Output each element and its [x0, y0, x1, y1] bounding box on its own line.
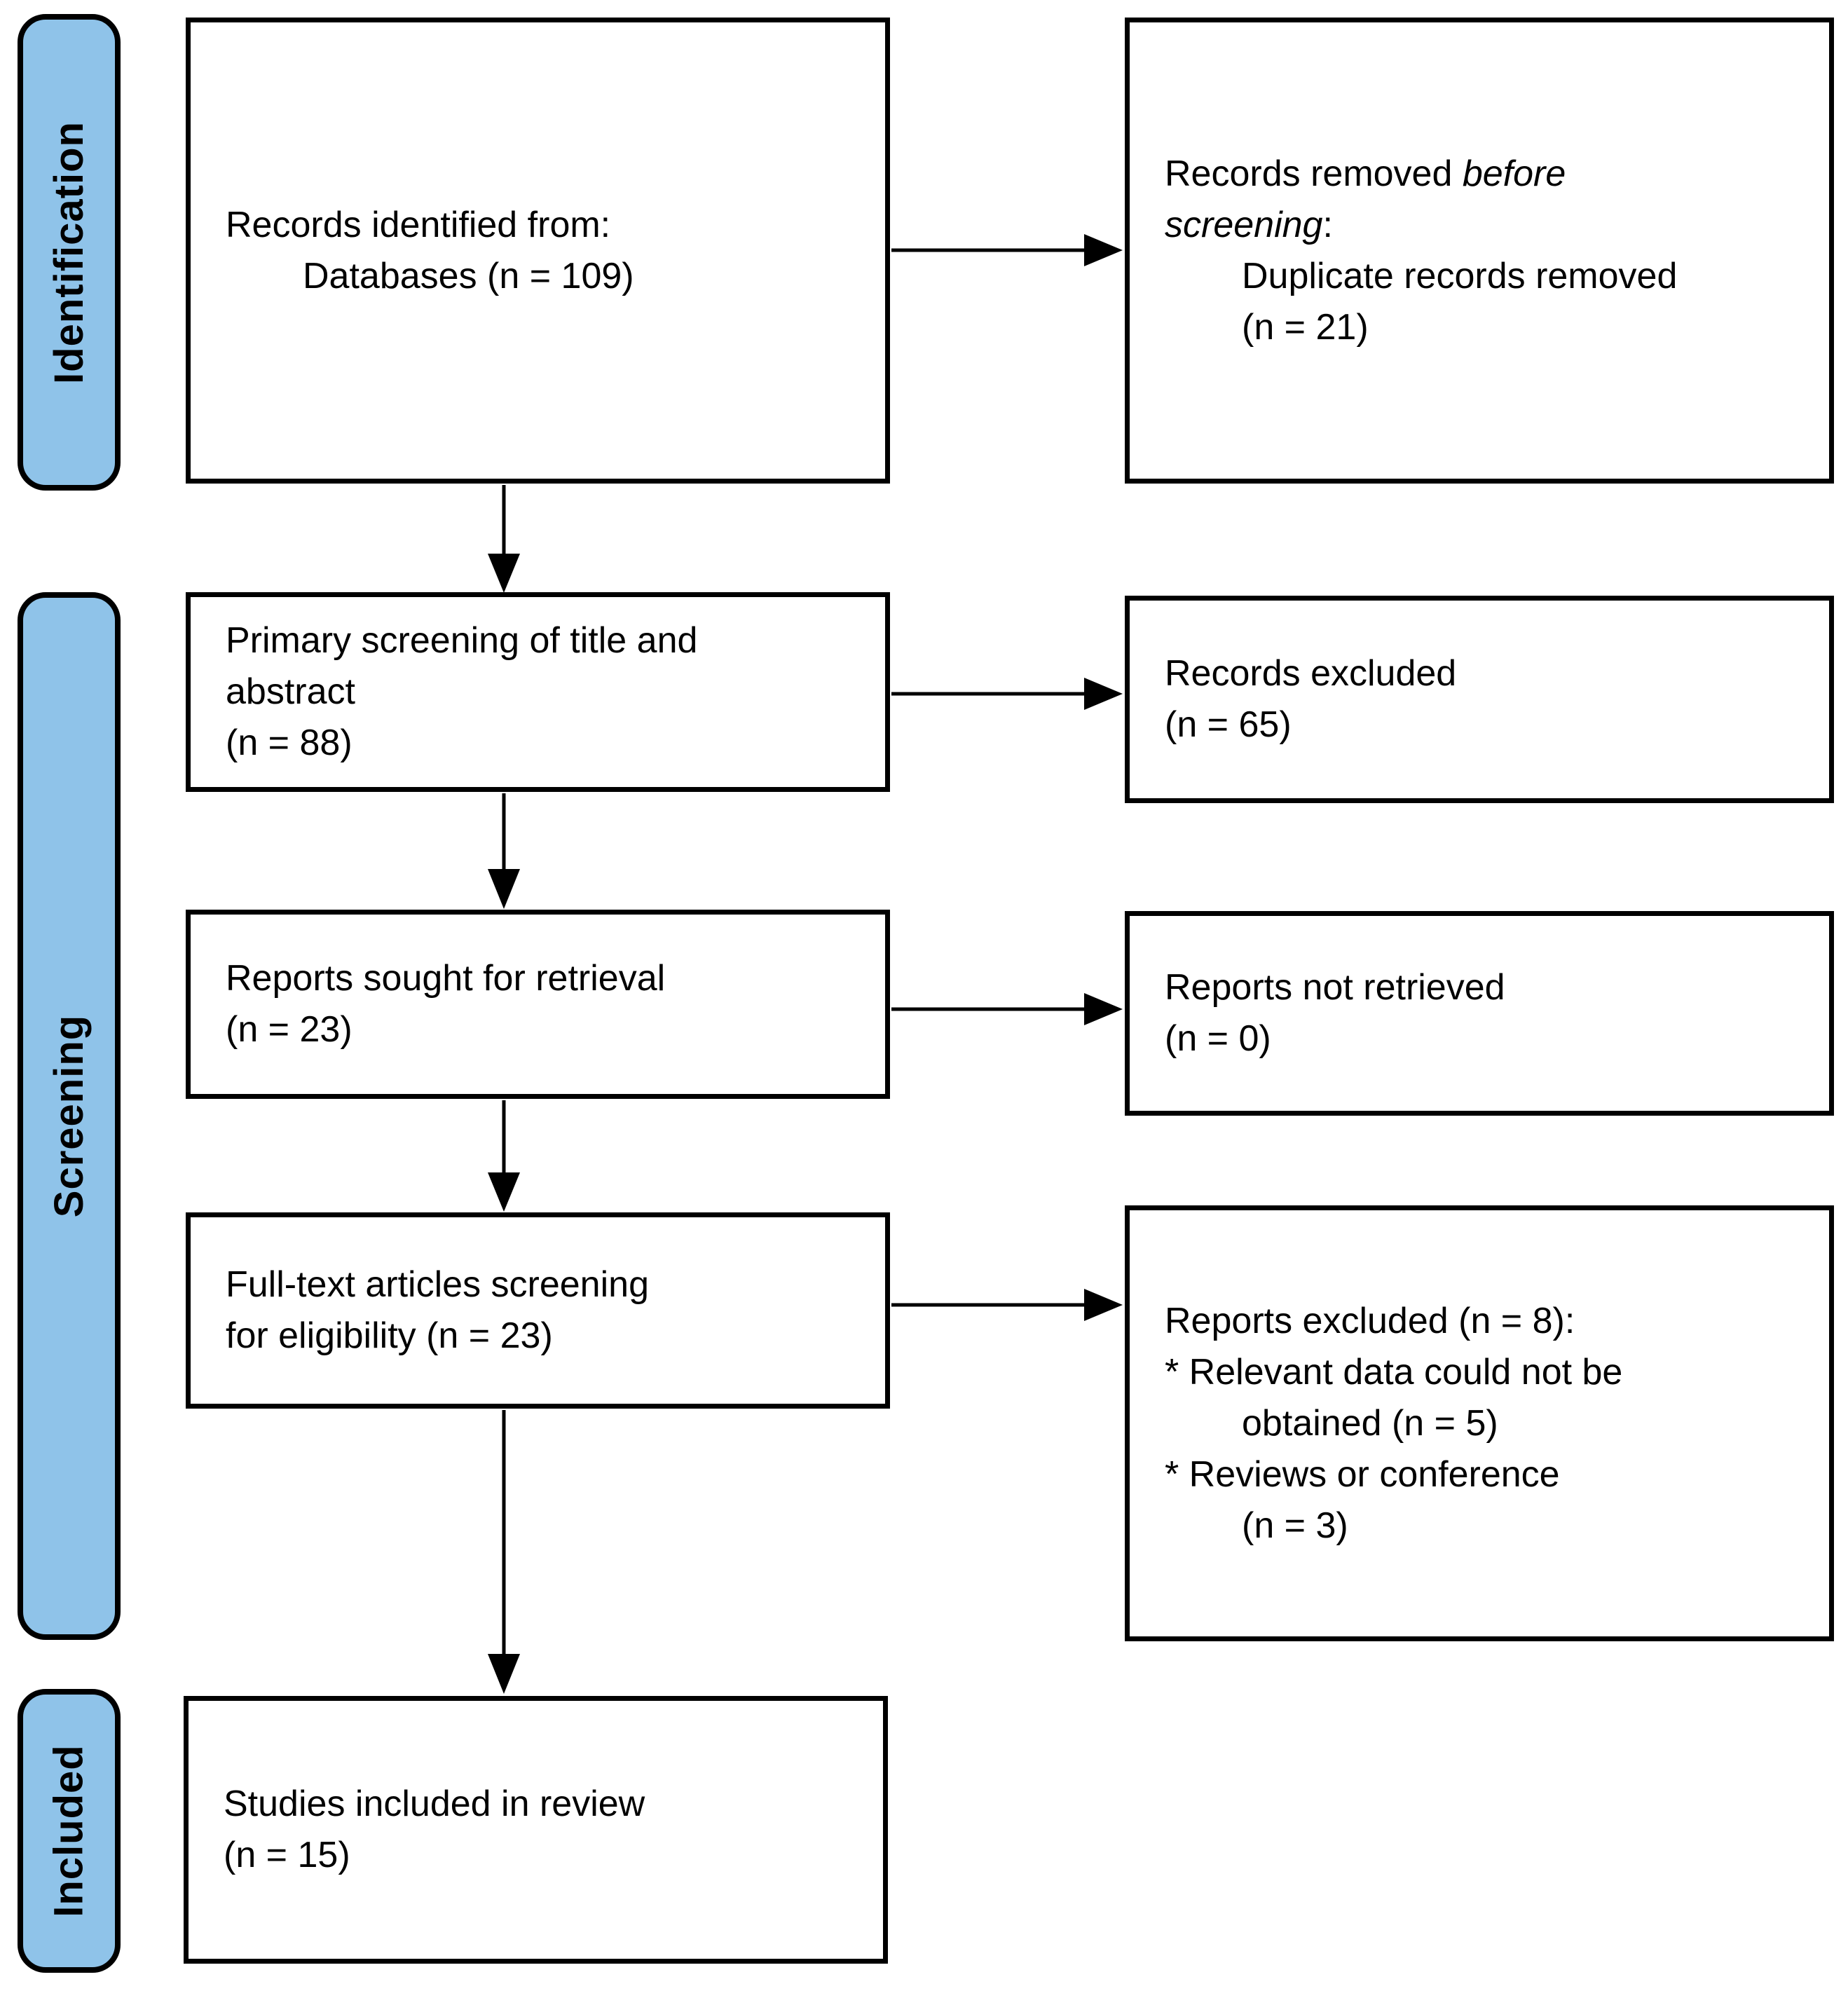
box-text-line: for eligibility (n = 23) [226, 1315, 553, 1356]
arrow-sought-to-fulltext-icon [488, 1100, 520, 1212]
box-text-line: Databases (n = 109) [303, 255, 634, 296]
box-records-removed: Records removed before screening: Duplicat… [1125, 18, 1834, 484]
box-studies-included: Studies included in review (n = 15) [184, 1696, 888, 1964]
arrow-primary-to-sought-icon [488, 793, 520, 909]
box-text-line: * Reviews or conference [1165, 1453, 1560, 1495]
box-text-line: Records removed before [1165, 153, 1566, 194]
arrow-fulltext-to-included-icon [488, 1410, 520, 1694]
box-reports-excluded: Reports excluded (n = 8): * Relevant data… [1125, 1205, 1834, 1641]
box-reports-not-retrieved: Reports not retrieved (n = 0) [1125, 911, 1834, 1116]
box-text-line: (n = 15) [224, 1835, 350, 1875]
box-text-line: (n = 3) [1242, 1505, 1348, 1546]
box-text-line: (n = 23) [226, 1009, 353, 1050]
stage-label-screening: Screening [18, 592, 121, 1640]
box-text-line: Studies included in review [224, 1784, 645, 1824]
box-text-line: (n = 88) [226, 723, 353, 763]
stage-label-identification-text: Identification [46, 121, 93, 384]
box-text-line: (n = 0) [1165, 1018, 1271, 1059]
arrow-fulltext-to-reportsexcluded-icon [891, 1289, 1123, 1321]
box-text-line: Duplicate records removed [1242, 255, 1678, 296]
arrow-identified-to-primary-icon [488, 485, 520, 593]
box-records-excluded: Records excluded (n = 65) [1125, 596, 1834, 803]
box-text-line: Records excluded [1165, 653, 1457, 694]
box-text-line: Reports excluded (n = 8): [1165, 1300, 1575, 1341]
box-text-line: screening: [1165, 204, 1333, 245]
box-text-line: (n = 21) [1242, 306, 1369, 348]
box-text-line: Records identified from: [226, 204, 611, 245]
stage-label-identification: Identification [18, 14, 121, 491]
box-text-line: Reports sought for retrieval [226, 958, 666, 999]
box-text-line: Primary screening of title and [226, 620, 698, 661]
box-text-line: (n = 65) [1165, 704, 1292, 745]
box-primary-screening: Primary screening of title and abstract (n… [186, 592, 890, 792]
box-text-line: * Relevant data could not be [1165, 1351, 1623, 1393]
box-records-identified: Records identified from: Databases (n = 1… [186, 18, 890, 484]
box-reports-sought: Reports sought for retrieval (n = 23) [186, 910, 890, 1099]
arrow-sought-to-notretrieved-icon [891, 993, 1123, 1025]
box-text-line: abstract [226, 671, 355, 712]
box-fulltext-screening: Full-text articles screening for eligibil… [186, 1212, 890, 1409]
arrow-primary-to-excluded-icon [891, 678, 1123, 710]
box-text-line: Full-text articles screening [226, 1264, 649, 1305]
stage-label-screening-text: Screening [46, 1014, 92, 1218]
box-text-line: Reports not retrieved [1165, 967, 1505, 1008]
stage-label-included: Included [18, 1689, 121, 1973]
stage-label-included-text: Included [46, 1744, 92, 1917]
box-text-line: obtained (n = 5) [1242, 1402, 1498, 1444]
arrow-identified-to-removed-icon [891, 234, 1123, 266]
